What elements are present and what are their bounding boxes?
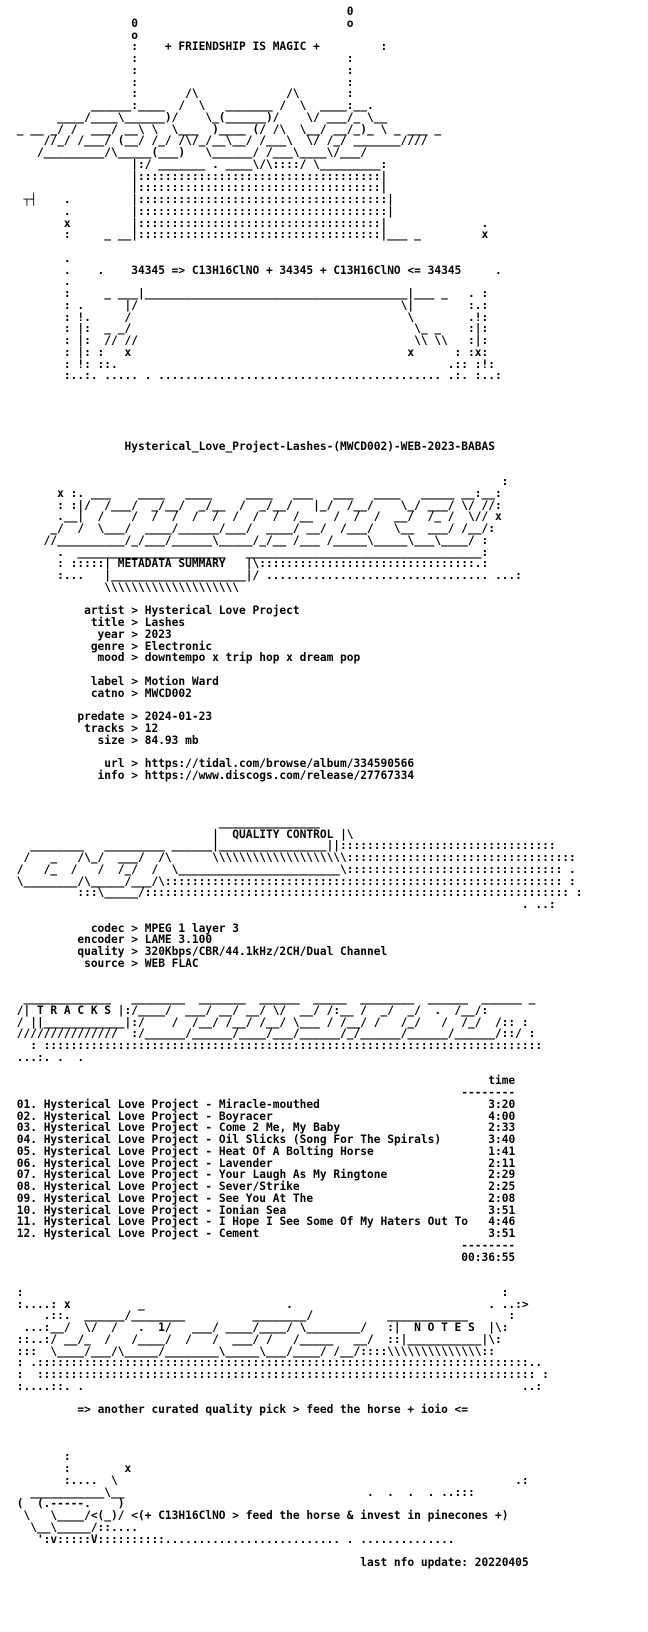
meta-value-info: https://www.discogs.com/release/27767334	[144, 768, 415, 782]
meta-value-title: Lashes	[144, 616, 186, 629]
track-artist: Hysterical Love Project	[43, 1227, 199, 1240]
meta-value-predate: 2024-01-23	[144, 710, 213, 723]
track-artist: Hysterical Love Project	[43, 1180, 199, 1193]
chem-line: 34345 => C13H16ClNO + 34345 + C13H16ClNO…	[131, 263, 462, 277]
section-metadata: METADATA SUMMARY	[117, 557, 226, 571]
track-artist: Hysterical Love Project	[43, 1203, 199, 1217]
track-num: 01.	[10, 1097, 44, 1111]
track-title: Sever/Strike	[218, 1180, 300, 1193]
track-artist: Hysterical Love Project	[43, 1144, 199, 1158]
section-tracks: T R A C K S	[36, 1003, 112, 1017]
quality-value-encoder: LAME 3.100	[144, 933, 213, 947]
track-time: 2:11	[488, 1156, 516, 1170]
track-title: Come 2 Me, My Baby	[218, 1121, 341, 1135]
track-artist: Hysterical Love Project	[43, 1215, 199, 1229]
track-artist: Hysterical Love Project	[43, 1109, 199, 1123]
track-title: Miracle-mouthed	[218, 1097, 320, 1111]
track-time: 3:51	[488, 1227, 516, 1240]
meta-value-catno: MWCD002	[144, 686, 192, 700]
tracks-time-header: time	[488, 1074, 516, 1088]
track-num: 08.	[10, 1180, 44, 1193]
footer-tagline: <(+ C13H16ClNO > feed the horse & invest…	[131, 1509, 509, 1522]
track-time: 2:33	[488, 1121, 516, 1135]
track-artist: Hysterical Love Project	[43, 1133, 199, 1146]
track-num: 05.	[10, 1144, 44, 1158]
section-quality: QUALITY CONTROL	[232, 827, 334, 841]
track-time: 2:25	[488, 1180, 516, 1193]
quality-value-quality: 320Kbps/CBR/44.1kHz/2CH/Dual Channel	[144, 945, 388, 958]
meta-value-label: Motion Ward	[144, 674, 219, 688]
track-time: 3:20	[488, 1097, 516, 1111]
track-title: See You At The	[218, 1191, 314, 1205]
track-num: 06.	[10, 1156, 44, 1170]
notes-line: => another curated quality pick > feed t…	[77, 1403, 469, 1417]
track-time: 1:41	[488, 1144, 516, 1158]
track-artist: Hysterical Love Project	[43, 1191, 199, 1205]
quality-value-source: WEB FLAC	[144, 956, 199, 970]
track-artist: Hysterical Love Project	[43, 1097, 199, 1111]
track-time: 2:08	[488, 1191, 516, 1205]
track-artist: Hysterical Love Project	[43, 1121, 199, 1135]
track-title: Your Laugh As My Ringtone	[218, 1168, 388, 1182]
track-title: Cement	[218, 1227, 260, 1240]
track-num: 04.	[10, 1133, 44, 1146]
meta-value-size: 84.93 mb	[144, 733, 199, 747]
meta-value-mood: downtempo x trip hop x dream pop	[144, 651, 361, 665]
track-title: I Hope I See Some Of My Haters Out To	[218, 1215, 469, 1229]
track-artist: Hysterical Love Project	[43, 1156, 199, 1170]
meta-value-url: https://tidal.com/browse/album/334590566	[144, 757, 415, 770]
total-time: 00:36:55	[461, 1250, 516, 1264]
track-artist: Hysterical Love Project	[43, 1168, 199, 1182]
track-title: Ionian Sea	[218, 1203, 287, 1217]
header-slogan: + FRIENDSHIP IS MAGIC +	[164, 40, 320, 54]
release-name: Hysterical_Love_Project-Lashes-(MWCD002)…	[124, 439, 495, 453]
meta-value-tracks: 12	[144, 721, 159, 735]
track-time: 4:00	[488, 1109, 516, 1123]
track-time: 4:46	[488, 1215, 516, 1229]
track-time: 2:29	[488, 1168, 516, 1182]
track-num: 11.	[10, 1215, 44, 1229]
track-num: 10.	[10, 1203, 44, 1217]
track-title: Lavender	[218, 1156, 273, 1170]
track-num: 12.	[10, 1227, 44, 1240]
track-time: 3:51	[488, 1203, 516, 1217]
track-num: 07.	[10, 1168, 44, 1182]
meta-value-artist: Hysterical Love Project	[144, 604, 300, 618]
track-title: Oil Slicks (Song For The Spirals)	[218, 1133, 442, 1146]
meta-value-genre: Electronic	[144, 639, 213, 653]
track-title: Boyracer	[218, 1109, 273, 1123]
last-update: last nfo update: 20220405	[360, 1556, 529, 1569]
track-num: 03.	[10, 1121, 44, 1135]
track-time: 3:40	[488, 1133, 516, 1146]
quality-value-codec: MPEG 1 layer 3	[144, 921, 240, 935]
meta-value-year: 2023	[144, 627, 172, 641]
track-title: Heat Of A Bolting Horse	[218, 1144, 374, 1158]
track-num: 09.	[10, 1191, 44, 1205]
track-num: 02.	[10, 1109, 44, 1123]
section-notes: N O T E S	[414, 1321, 475, 1334]
